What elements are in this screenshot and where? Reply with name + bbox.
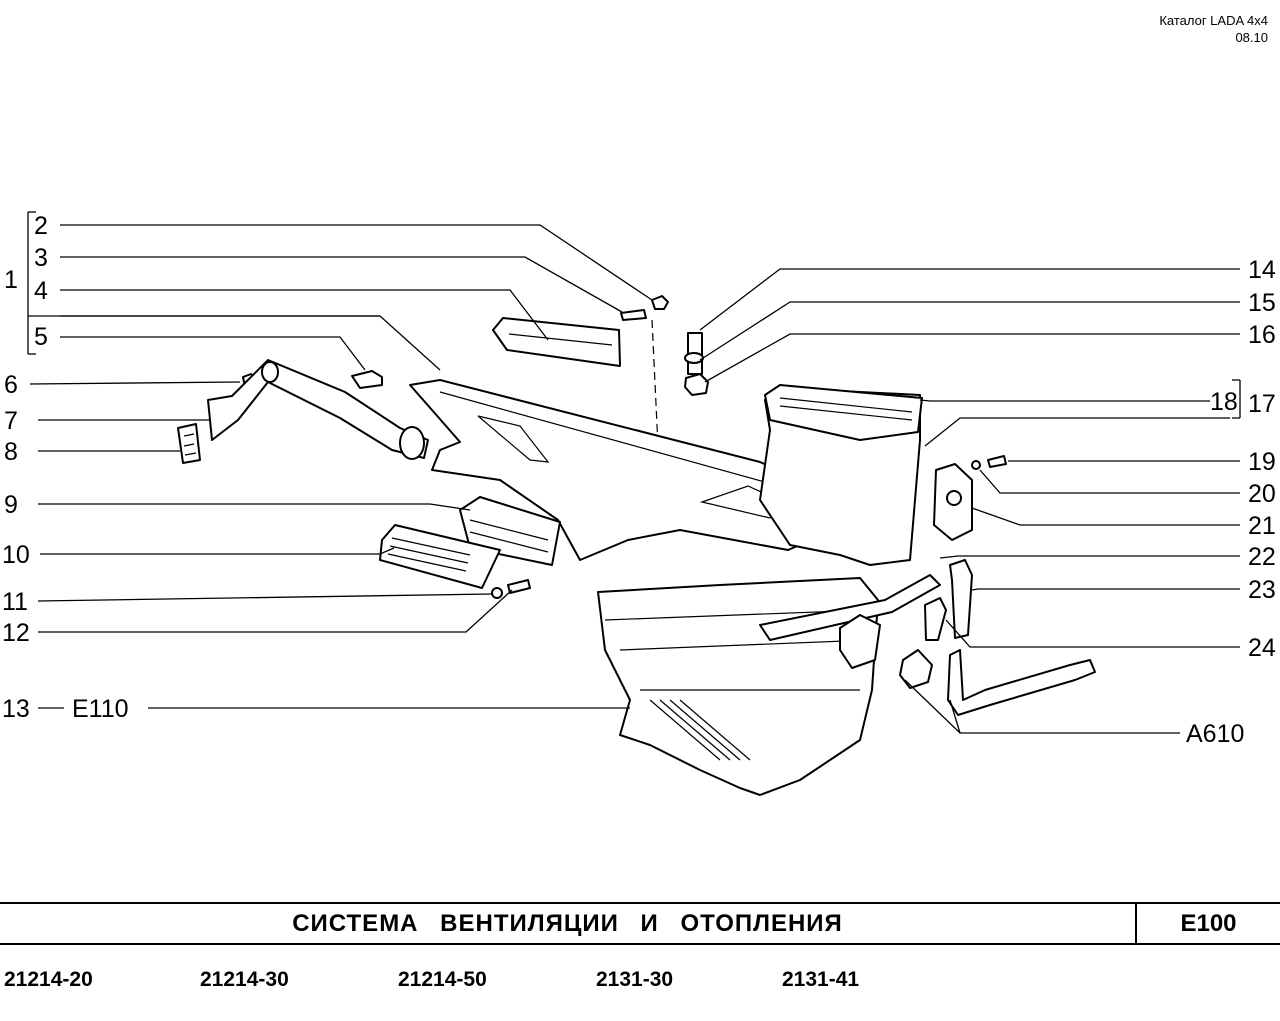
callout-24: 24	[1248, 634, 1276, 662]
part-4-frame	[492, 317, 621, 367]
callout-10: 10	[2, 541, 30, 569]
callout-17: 17	[1248, 390, 1276, 418]
callout-7: 7	[4, 407, 18, 435]
part-24-hose	[924, 597, 947, 641]
section-title: СИСТЕМА ВЕНТИЛЯЦИИ И ОТОПЛЕНИЯ	[292, 910, 843, 937]
part-22-pipe	[759, 574, 941, 641]
part-12-screw	[507, 579, 531, 594]
callout-labels: 1 2 3 4 5 6 7 8 9 10 11 12 13 E110 14 15…	[2, 212, 1276, 748]
heater-assembly-diagram: 1 2 3 4 5 6 7 8 9 10 11 12 13 E110 14 15…	[2, 211, 1276, 796]
footer-top-rule	[0, 902, 1280, 904]
catalog-label: Каталог LADA 4x4	[1159, 13, 1268, 28]
callout-1: 1	[4, 266, 18, 294]
footer-bottom-rule	[0, 943, 1280, 945]
callout-18: 18	[1210, 388, 1238, 416]
callout-9: 9	[4, 491, 18, 519]
part-7-duct	[207, 359, 429, 459]
model-code: 21214-30	[200, 968, 289, 991]
callout-12: 12	[2, 619, 30, 647]
parts-drawing	[177, 295, 1096, 796]
footer-separator	[1135, 902, 1137, 943]
callout-6: 6	[4, 371, 18, 399]
callout-e110: E110	[72, 695, 129, 723]
callout-5: 5	[34, 323, 48, 351]
callout-21: 21	[1248, 512, 1276, 540]
callout-23: 23	[1248, 576, 1276, 604]
part-2-nut	[651, 295, 669, 310]
part-20-washer	[971, 460, 981, 470]
callout-8: 8	[4, 438, 18, 466]
callout-20: 20	[1248, 480, 1276, 508]
part-11-washer	[491, 587, 503, 599]
callout-19: 19	[1248, 448, 1276, 476]
callout-13: 13	[2, 695, 30, 723]
part-5-clip	[351, 370, 383, 389]
callout-15: 15	[1248, 289, 1276, 317]
tap-body	[839, 614, 881, 669]
callout-11: 11	[2, 588, 28, 616]
leader-lines	[29, 224, 1240, 734]
part-8-nozzle	[177, 423, 201, 464]
part-16-nut	[684, 373, 709, 396]
part-19-screw	[987, 455, 1007, 468]
model-code: 21214-20	[4, 968, 93, 991]
callout-4: 4	[34, 277, 48, 305]
model-code: 2131-30	[596, 968, 674, 991]
callout-a610: A610	[1186, 720, 1244, 748]
catalog-date: 08.10	[1235, 30, 1268, 45]
part-3-screw	[620, 309, 647, 321]
part-15-washer	[684, 352, 704, 364]
callout-3: 3	[34, 244, 48, 272]
callout-2: 2	[34, 212, 48, 240]
callout-22: 22	[1248, 543, 1276, 571]
callout-16: 16	[1248, 321, 1276, 349]
part-23-hose	[949, 559, 973, 639]
section-code: E100	[1180, 910, 1237, 937]
a610-tube	[947, 649, 1096, 716]
callout-14: 14	[1248, 256, 1276, 284]
model-code: 21214-50	[398, 968, 487, 991]
model-code: 2131-41	[782, 968, 860, 991]
